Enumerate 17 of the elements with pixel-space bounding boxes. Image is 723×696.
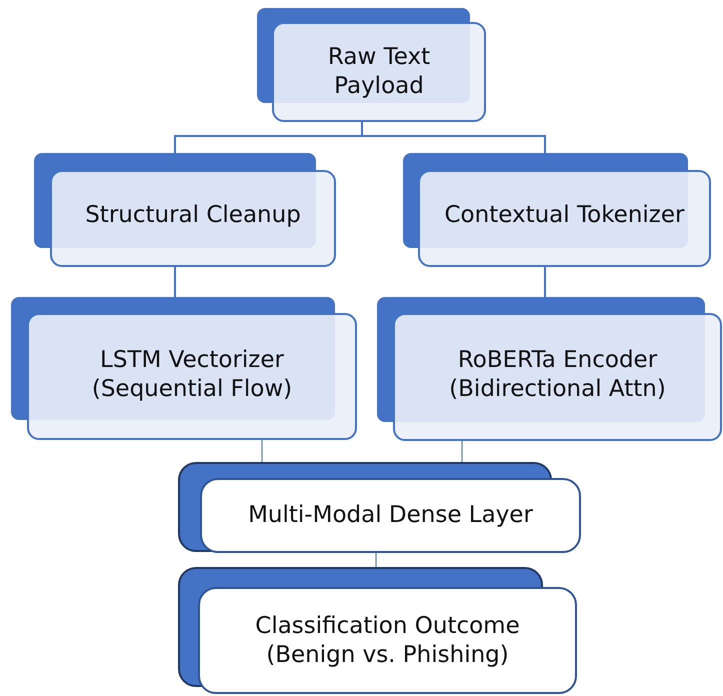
node-label: Structural Cleanup [85, 200, 301, 230]
node-label: LSTM Vectorizer (Sequential Flow) [90, 346, 294, 404]
node-label: Raw Text Payload [326, 43, 432, 101]
process-box [178, 567, 577, 694]
node-label: Multi-Modal Dense Layer [248, 501, 533, 530]
process-box [403, 153, 711, 267]
node-label: RoBERTa Encoder (Bidirectional Attn) [448, 346, 667, 404]
process-box [34, 153, 336, 267]
connector-line [174, 267, 176, 297]
node-label: Contextual Tokenizer [444, 200, 684, 230]
process-box [11, 297, 357, 440]
process-box [257, 8, 486, 122]
process-box [377, 297, 722, 441]
connector-line [544, 267, 546, 297]
node-label: Classification Outcome (Benign vs. Phishing) [254, 612, 521, 670]
process-box [178, 462, 581, 553]
connector-line [361, 122, 546, 153]
